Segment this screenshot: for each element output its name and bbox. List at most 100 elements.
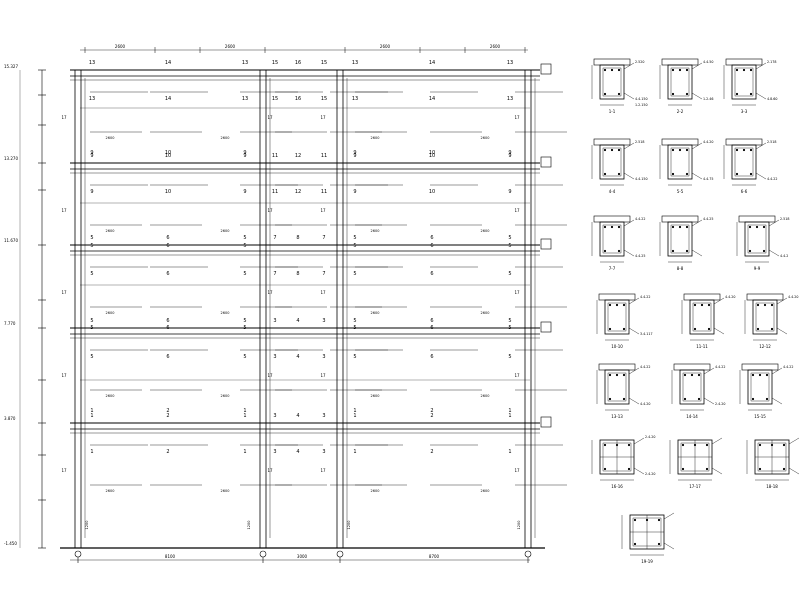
rebar-dot <box>608 327 612 331</box>
beam-mark: 15 <box>272 96 278 102</box>
beam-mark: 4 <box>296 318 299 324</box>
beam-mark: 6 <box>166 354 169 360</box>
beam-mark: 3 <box>322 413 325 419</box>
rebar-dot <box>749 68 753 72</box>
beam-mark: 8 <box>296 235 299 241</box>
section-outline <box>667 64 693 100</box>
section-outline <box>747 369 773 405</box>
rebar-dot <box>657 518 661 522</box>
section-leader <box>691 219 703 227</box>
rebar-dot <box>749 148 753 152</box>
section-rebar-mark: 3.4.117 <box>640 332 653 336</box>
column-mark: 17 <box>514 290 520 295</box>
section-rebar-mark: 4.4.22 <box>640 365 651 369</box>
section-flange <box>661 138 699 146</box>
beam-mark: 1 <box>353 449 356 455</box>
section-leader <box>628 397 640 405</box>
section-rebar-mark: 2.518 <box>780 217 789 221</box>
beam-mark: 2 <box>166 413 169 419</box>
section-stirrup <box>670 67 690 97</box>
rebar-dot <box>770 327 774 331</box>
section-rebar-mark: 4.8.60 <box>767 97 778 101</box>
column-mark: 17 <box>320 115 326 120</box>
section-leader <box>623 219 635 227</box>
beam-mark: 5 <box>508 325 511 331</box>
rebar-dot <box>707 327 711 331</box>
top-dimension-label: 2600 <box>380 44 391 49</box>
section-detail: 17-17 <box>669 437 723 489</box>
span-label: 2600 <box>221 136 230 140</box>
beam-mark: 3 <box>273 449 276 455</box>
beam-mark: 3 <box>322 354 325 360</box>
beam-mark: 3 <box>273 413 276 419</box>
beam-mark: 2 <box>166 408 169 414</box>
section-flange <box>661 58 699 66</box>
rebar-dot <box>683 373 687 377</box>
beam-mark: 10 <box>429 153 435 159</box>
beam-mark: 5 <box>508 235 511 241</box>
section-leader <box>788 467 800 475</box>
rebar-dot <box>681 467 685 471</box>
rebar-dot <box>742 68 746 72</box>
rebar-dot <box>735 172 739 176</box>
rebar-dot <box>685 249 689 253</box>
rebar-dot <box>627 467 631 471</box>
beam-mark: 5 <box>508 354 511 360</box>
section-leader <box>755 62 767 70</box>
section-caption: 3-3 <box>741 109 748 114</box>
beam-mark: 13 <box>507 96 513 102</box>
rebar-dot <box>697 373 701 377</box>
rebar-dot <box>697 397 701 401</box>
section-outline <box>599 221 625 257</box>
section-stirrup <box>755 302 775 332</box>
rebar-dot <box>782 443 786 447</box>
beam-mark: 5 <box>90 318 93 324</box>
beam-mark: 9 <box>508 150 511 156</box>
section-rebar-mark: 4.4.20 <box>640 402 651 406</box>
beam-mark: 2 <box>430 449 433 455</box>
beam-mark: 3 <box>322 318 325 324</box>
span-label: 2600 <box>106 136 115 140</box>
beam-mark: 2 <box>166 449 169 455</box>
section-details: 2.5204.4.1501.2.1501-14.4.501.2.462-22.1… <box>591 58 800 564</box>
beam-mark: 9 <box>90 153 93 159</box>
section-outline <box>599 64 625 100</box>
span-label: 2600 <box>481 311 490 315</box>
section-outline <box>689 299 715 335</box>
rebar-dot <box>603 249 607 253</box>
rebar-dot <box>603 148 607 152</box>
section-leader <box>703 367 715 375</box>
beam-mark: 5 <box>90 325 93 331</box>
column-mark: 17 <box>267 115 273 120</box>
rebar-dot <box>749 172 753 176</box>
section-leader <box>691 92 703 100</box>
beam-mark: 9 <box>90 150 93 156</box>
section-flange <box>725 58 763 66</box>
beam-mark: 5 <box>353 354 356 360</box>
span-label: 2600 <box>371 394 380 398</box>
rebar-dot <box>617 92 621 96</box>
section-leader <box>623 249 635 257</box>
beam-mark: 1 <box>508 408 511 414</box>
rebar-dot <box>608 373 612 377</box>
section-leader <box>711 437 723 445</box>
column-mark: 17 <box>514 208 520 213</box>
beam-mark: 5 <box>243 235 246 241</box>
rebar-dot <box>627 443 631 447</box>
rebar-dot <box>603 443 607 447</box>
rebar-dot <box>705 467 709 471</box>
beam-mark: 9 <box>243 153 246 159</box>
section-rebar-mark: 4.4.20 <box>725 295 736 299</box>
rebar-dot <box>603 68 607 72</box>
section-stirrup <box>670 224 690 254</box>
beam-mark: 16 <box>295 60 301 66</box>
beam-mark: 13 <box>242 60 248 66</box>
rebar-dot <box>608 303 612 307</box>
section-leader <box>768 219 780 227</box>
section-rebar-mark: 1.2.46 <box>703 97 714 101</box>
beam-mark: 1 <box>90 408 93 414</box>
beam-mark: 7 <box>273 235 276 241</box>
beam-mark: 6 <box>430 271 433 277</box>
